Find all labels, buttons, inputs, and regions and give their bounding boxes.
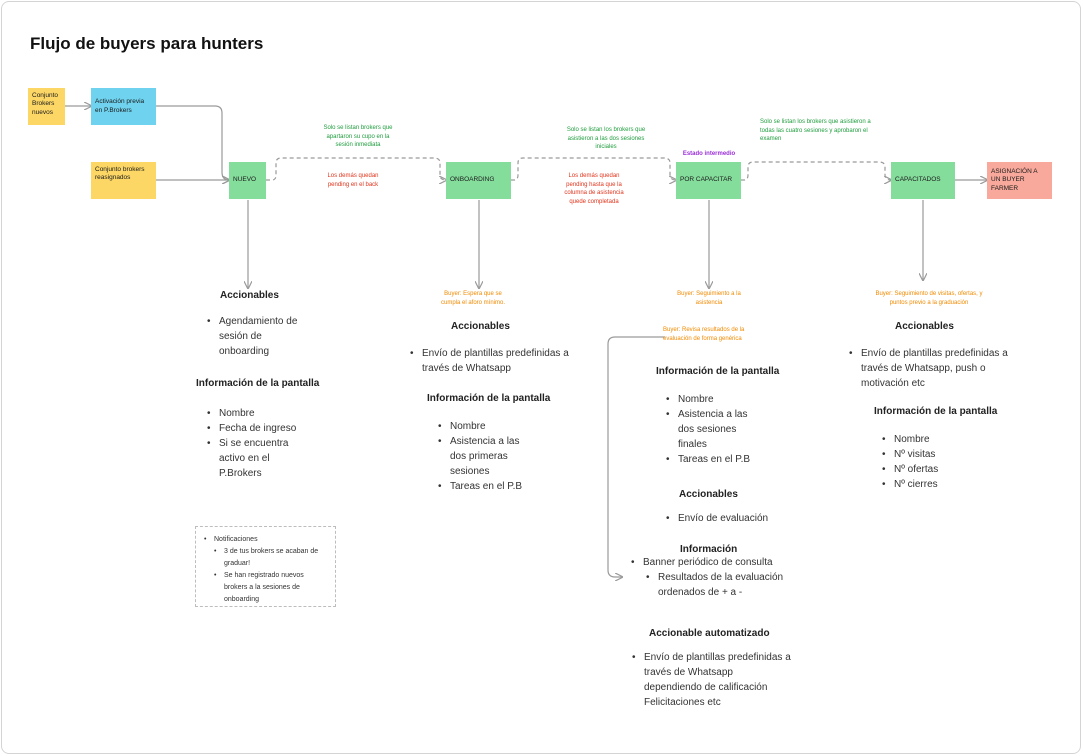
list-item: Asistencia a las dos primeras sesiones <box>438 434 538 479</box>
list-item: Envío de plantillas predefinidas a travé… <box>632 650 792 710</box>
notification-item: Se han registrado nuevos brokers a la se… <box>214 570 327 606</box>
node-asignacion-buyer-farmer[interactable]: ASIGNACIÓN A UN BUYER FARMER <box>987 162 1052 199</box>
list-item: Nº visitas <box>882 447 982 462</box>
capacitados-accionables-heading: Accionables <box>895 321 954 332</box>
arrow-onboarding-capacitar <box>511 157 676 180</box>
capacitar-auto-list: Envío de plantillas predefinidas a travé… <box>632 650 792 710</box>
node-conjunto-brokers-nuevos[interactable]: Conjunto Brokers nuevos <box>28 88 65 125</box>
arrow-capacitar-capacitados <box>741 161 891 180</box>
node-nuevo[interactable]: NUEVO <box>229 162 266 199</box>
list-item: Agendamiento de sesión de onboarding <box>207 314 307 359</box>
capacitar-informacion-sublist: Resultados de la evaluación ordenados de… <box>646 570 796 600</box>
node-por-capacitar[interactable]: POR CAPACITAR <box>676 162 741 199</box>
capacitar-auto-heading: Accionable automatizado <box>649 628 770 639</box>
nuevo-accionables-list: Agendamiento de sesión de onboarding <box>207 314 307 359</box>
arrow-activacion-nuevo <box>156 105 229 180</box>
note-buyer-visitas: Buyer: Seguimiento de visitas, ofertas, … <box>875 291 983 306</box>
list-item: Tareas en el P.B <box>666 452 762 467</box>
node-onboarding[interactable]: ONBOARDING <box>446 162 511 199</box>
capacitar-accionables-list: Envío de evaluación <box>666 511 786 526</box>
nuevo-info-list: Nombre Fecha de ingreso Si se encuentra … <box>207 406 307 481</box>
list-item: Nombre <box>882 432 982 447</box>
list-item: Envío de evaluación <box>666 511 786 526</box>
node-activacion-previa[interactable]: Activación previa en P.Brokers <box>91 88 156 125</box>
notification-item: 3 de tus brokers se acaban de graduar! <box>214 546 327 570</box>
list-item: Envío de plantillas predefinidas a travé… <box>410 346 570 376</box>
capacitar-informacion-heading: Información <box>680 544 738 555</box>
list-item: Asistencia a las dos sesiones finales <box>666 407 762 452</box>
note-buyer-evaluacion: Buyer: Revisa resultados de la evaluació… <box>663 327 745 342</box>
note-buyer-asistencia: Buyer: Seguimiento a la asistencia <box>677 291 741 306</box>
list-item: Nombre <box>207 406 307 421</box>
capacitar-accionables-heading: Accionables <box>679 489 738 500</box>
capacitados-info-list: Nombre Nº visitas Nº ofertas Nº cierres <box>882 432 982 492</box>
capacitar-informacion-list: Banner periódico de consulta <box>631 555 791 570</box>
list-item: Resultados de la evaluación ordenados de… <box>646 570 796 600</box>
onboarding-info-list: Nombre Asistencia a las dos primeras ses… <box>438 419 538 494</box>
list-item: Nombre <box>666 392 762 407</box>
node-capacitados[interactable]: CAPACITADOS <box>891 162 955 199</box>
capacitados-info-heading: Información de la pantalla <box>874 406 998 417</box>
note-estado-intermedio: Estado intermedio <box>682 151 736 157</box>
onboarding-accionables-heading: Accionables <box>451 321 510 332</box>
arrow-nuevo-onboarding <box>266 157 446 180</box>
list-item: Nombre <box>438 419 538 434</box>
capacitar-info-list: Nombre Asistencia a las dos sesiones fin… <box>666 392 762 467</box>
onboarding-info-heading: Información de la pantalla <box>427 393 551 404</box>
nuevo-accionables-heading: Accionables <box>220 290 279 301</box>
notifications-box: Notificaciones 3 de tus brokers se acaba… <box>195 526 336 607</box>
onboarding-accionables-list: Envío de plantillas predefinidas a travé… <box>410 346 570 376</box>
note-pending-back: Los demás quedan pending en el back <box>327 173 379 188</box>
note-listado-capacitados: Solo se listan los brokers que asistiero… <box>760 119 871 143</box>
note-listado-capacitar: Solo se listan los brokers que asistiero… <box>566 127 646 151</box>
notifications-title: Notificaciones <box>204 534 327 546</box>
note-buyer-aforo: Buyer: Espera que se cumpla el aforo mín… <box>440 291 506 306</box>
list-item: Tareas en el P.B <box>438 479 538 494</box>
note-listado-onboarding: Solo se listan brokers que apartaron su … <box>323 125 393 149</box>
list-item: Banner periódico de consulta <box>631 555 791 570</box>
nuevo-info-heading: Información de la pantalla <box>196 378 320 389</box>
list-item: Envío de plantillas predefinidas a travé… <box>849 346 1014 391</box>
list-item: Nº cierres <box>882 477 982 492</box>
arrow-evaluacion-loop <box>607 336 665 577</box>
note-pending-asistencia: Los demás quedan pending hasta que la co… <box>564 173 624 206</box>
list-item: Si se encuentra activo en el P.Brokers <box>207 436 307 481</box>
list-item: Nº ofertas <box>882 462 982 477</box>
node-conjunto-brokers-reasignados[interactable]: Conjunto brokers reasignados <box>91 162 156 199</box>
list-item: Fecha de ingreso <box>207 421 307 436</box>
page-title: Flujo de buyers para hunters <box>30 34 264 53</box>
capacitar-info-heading: Información de la pantalla <box>656 366 780 377</box>
capacitados-accionables-list: Envío de plantillas predefinidas a travé… <box>849 346 1014 391</box>
